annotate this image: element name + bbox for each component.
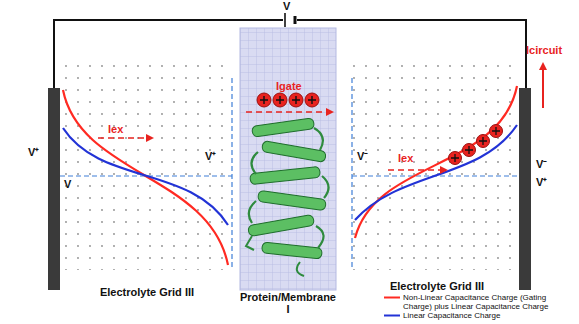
current-label: Iex	[108, 123, 123, 135]
gating-charges	[257, 93, 319, 107]
protein-membrane: Protein/Membrane I	[236, 28, 340, 315]
voltage-label: V	[283, 0, 290, 12]
battery-plate	[294, 16, 297, 24]
surface-charges	[449, 125, 503, 165]
circuit-wire	[54, 20, 526, 88]
electrode	[48, 88, 60, 290]
exchange-current-arrow	[98, 137, 152, 139]
nonlinear-curve	[355, 86, 517, 238]
legend-row: Linear Capacitance Charge	[383, 311, 578, 320]
legend-line	[383, 293, 401, 302]
gate-current-arrow	[246, 111, 332, 113]
membrane-grid	[240, 28, 336, 290]
region-label: Electrolyte Grid III	[97, 286, 197, 298]
current-label: Icircuit	[526, 44, 562, 56]
electrolyte-dots	[62, 55, 232, 270]
potential-label: V⁻	[536, 158, 547, 170]
linear-curve	[355, 125, 517, 220]
protein	[246, 118, 329, 276]
circuit-current-arrow	[542, 64, 544, 108]
reference-lines	[60, 78, 519, 268]
potential-label: V⁻	[357, 150, 368, 162]
electrode	[519, 88, 531, 290]
electrolyte-grid: Electrolyte Grid III	[62, 55, 232, 298]
potential-label: V⁺	[205, 150, 216, 162]
legend: Non-Linear Capacitance Charge (Gating Ch…	[383, 293, 578, 320]
potential-label: V⁺	[28, 146, 39, 158]
battery-plate	[284, 13, 286, 27]
membrane-column	[240, 28, 336, 290]
legend-text: Linear Capacitance Charge	[403, 311, 575, 320]
legend-row: Non-Linear Capacitance Charge (Gating Ch…	[383, 293, 578, 311]
nonlinear-curve	[63, 90, 228, 265]
legend-text: Non-Linear Capacitance Charge (Gating Ch…	[403, 293, 575, 311]
region-label: Electrolyte Grid III	[387, 280, 487, 292]
current-label: Igate	[276, 80, 302, 92]
potential-label: V	[64, 178, 71, 190]
electrolyte-grid: Electrolyte Grid III	[352, 55, 522, 292]
legend-line	[383, 311, 401, 320]
region-label: Protein/Membrane I	[238, 291, 338, 315]
potential-label: V⁺	[536, 176, 547, 188]
exchange-current-arrow	[388, 169, 446, 171]
current-label: Iex	[398, 152, 413, 164]
linear-curve	[63, 128, 228, 225]
electrolyte-dots	[352, 55, 518, 270]
